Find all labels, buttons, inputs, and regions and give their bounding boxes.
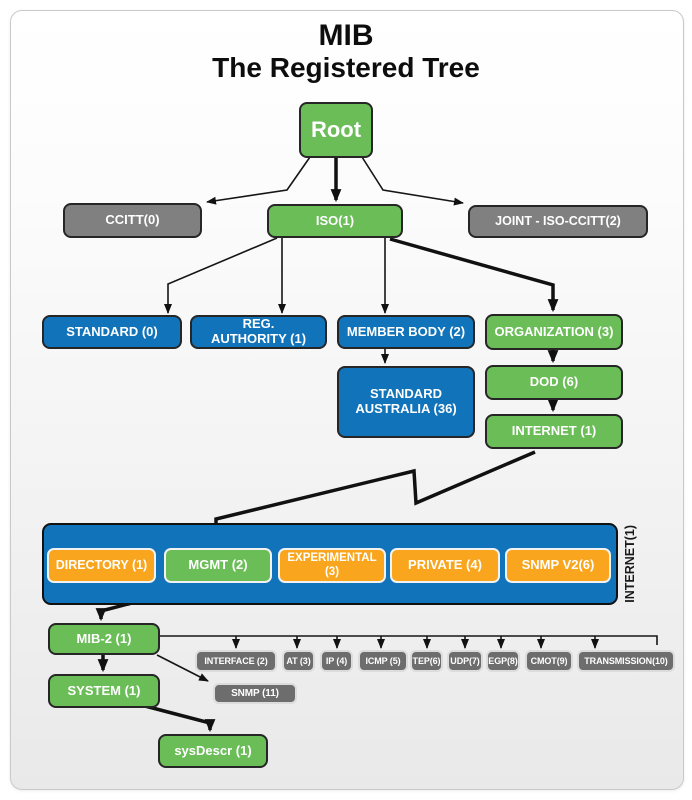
node-mgmt: MGMT (2) — [164, 548, 272, 583]
node-sysdescr: sysDescr (1) — [158, 734, 268, 768]
node-private: PRIVATE (4) — [390, 548, 500, 583]
node-directory: DIRECTORY (1) — [47, 548, 156, 583]
node-icmp: ICMP (5) — [358, 650, 408, 672]
node-system: SYSTEM (1) — [48, 674, 160, 708]
node-egp: EGP(8) — [486, 650, 520, 672]
node-organization: ORGANIZATION (3) — [485, 314, 623, 350]
node-member-body: MEMBER BODY (2) — [337, 315, 475, 349]
node-udp: UDP(7) — [447, 650, 483, 672]
node-root: Root — [299, 102, 373, 158]
node-ip: IP (4) — [320, 650, 353, 672]
node-cmot: CMOT(9) — [525, 650, 573, 672]
title-line-2: The Registered Tree — [212, 52, 480, 83]
node-mib2: MIB-2 (1) — [48, 623, 160, 655]
node-internet: INTERNET (1) — [485, 414, 623, 449]
node-joint-iso-ccitt: JOINT - ISO-CCITT(2) — [468, 205, 648, 238]
node-snmp-v2: SNMP V2(6) — [505, 548, 611, 583]
node-tep: TEP(6) — [410, 650, 443, 672]
node-standard: STANDARD (0) — [42, 315, 182, 349]
node-ccitt: CCITT(0) — [63, 203, 202, 238]
title-line-1: MIB — [318, 19, 374, 52]
node-dod: DOD (6) — [485, 365, 623, 400]
diagram-title: MIB The Registered Tree — [0, 20, 692, 84]
node-reg-authority: REG. AUTHORITY (1) — [190, 315, 327, 349]
internet-group-label: INTERNET(1) — [623, 525, 637, 603]
node-transmission: TRANSMISSION(10) — [577, 650, 675, 672]
node-standard-australia: STANDARD AUSTRALIA (36) — [337, 366, 475, 438]
node-snmp-11: SNMP (11) — [213, 683, 297, 704]
node-experimental: EXPERIMENTAL (3) — [278, 548, 386, 583]
node-iso: ISO(1) — [267, 204, 403, 238]
node-at: AT (3) — [282, 650, 315, 672]
node-interface: INTERFACE (2) — [195, 650, 277, 672]
